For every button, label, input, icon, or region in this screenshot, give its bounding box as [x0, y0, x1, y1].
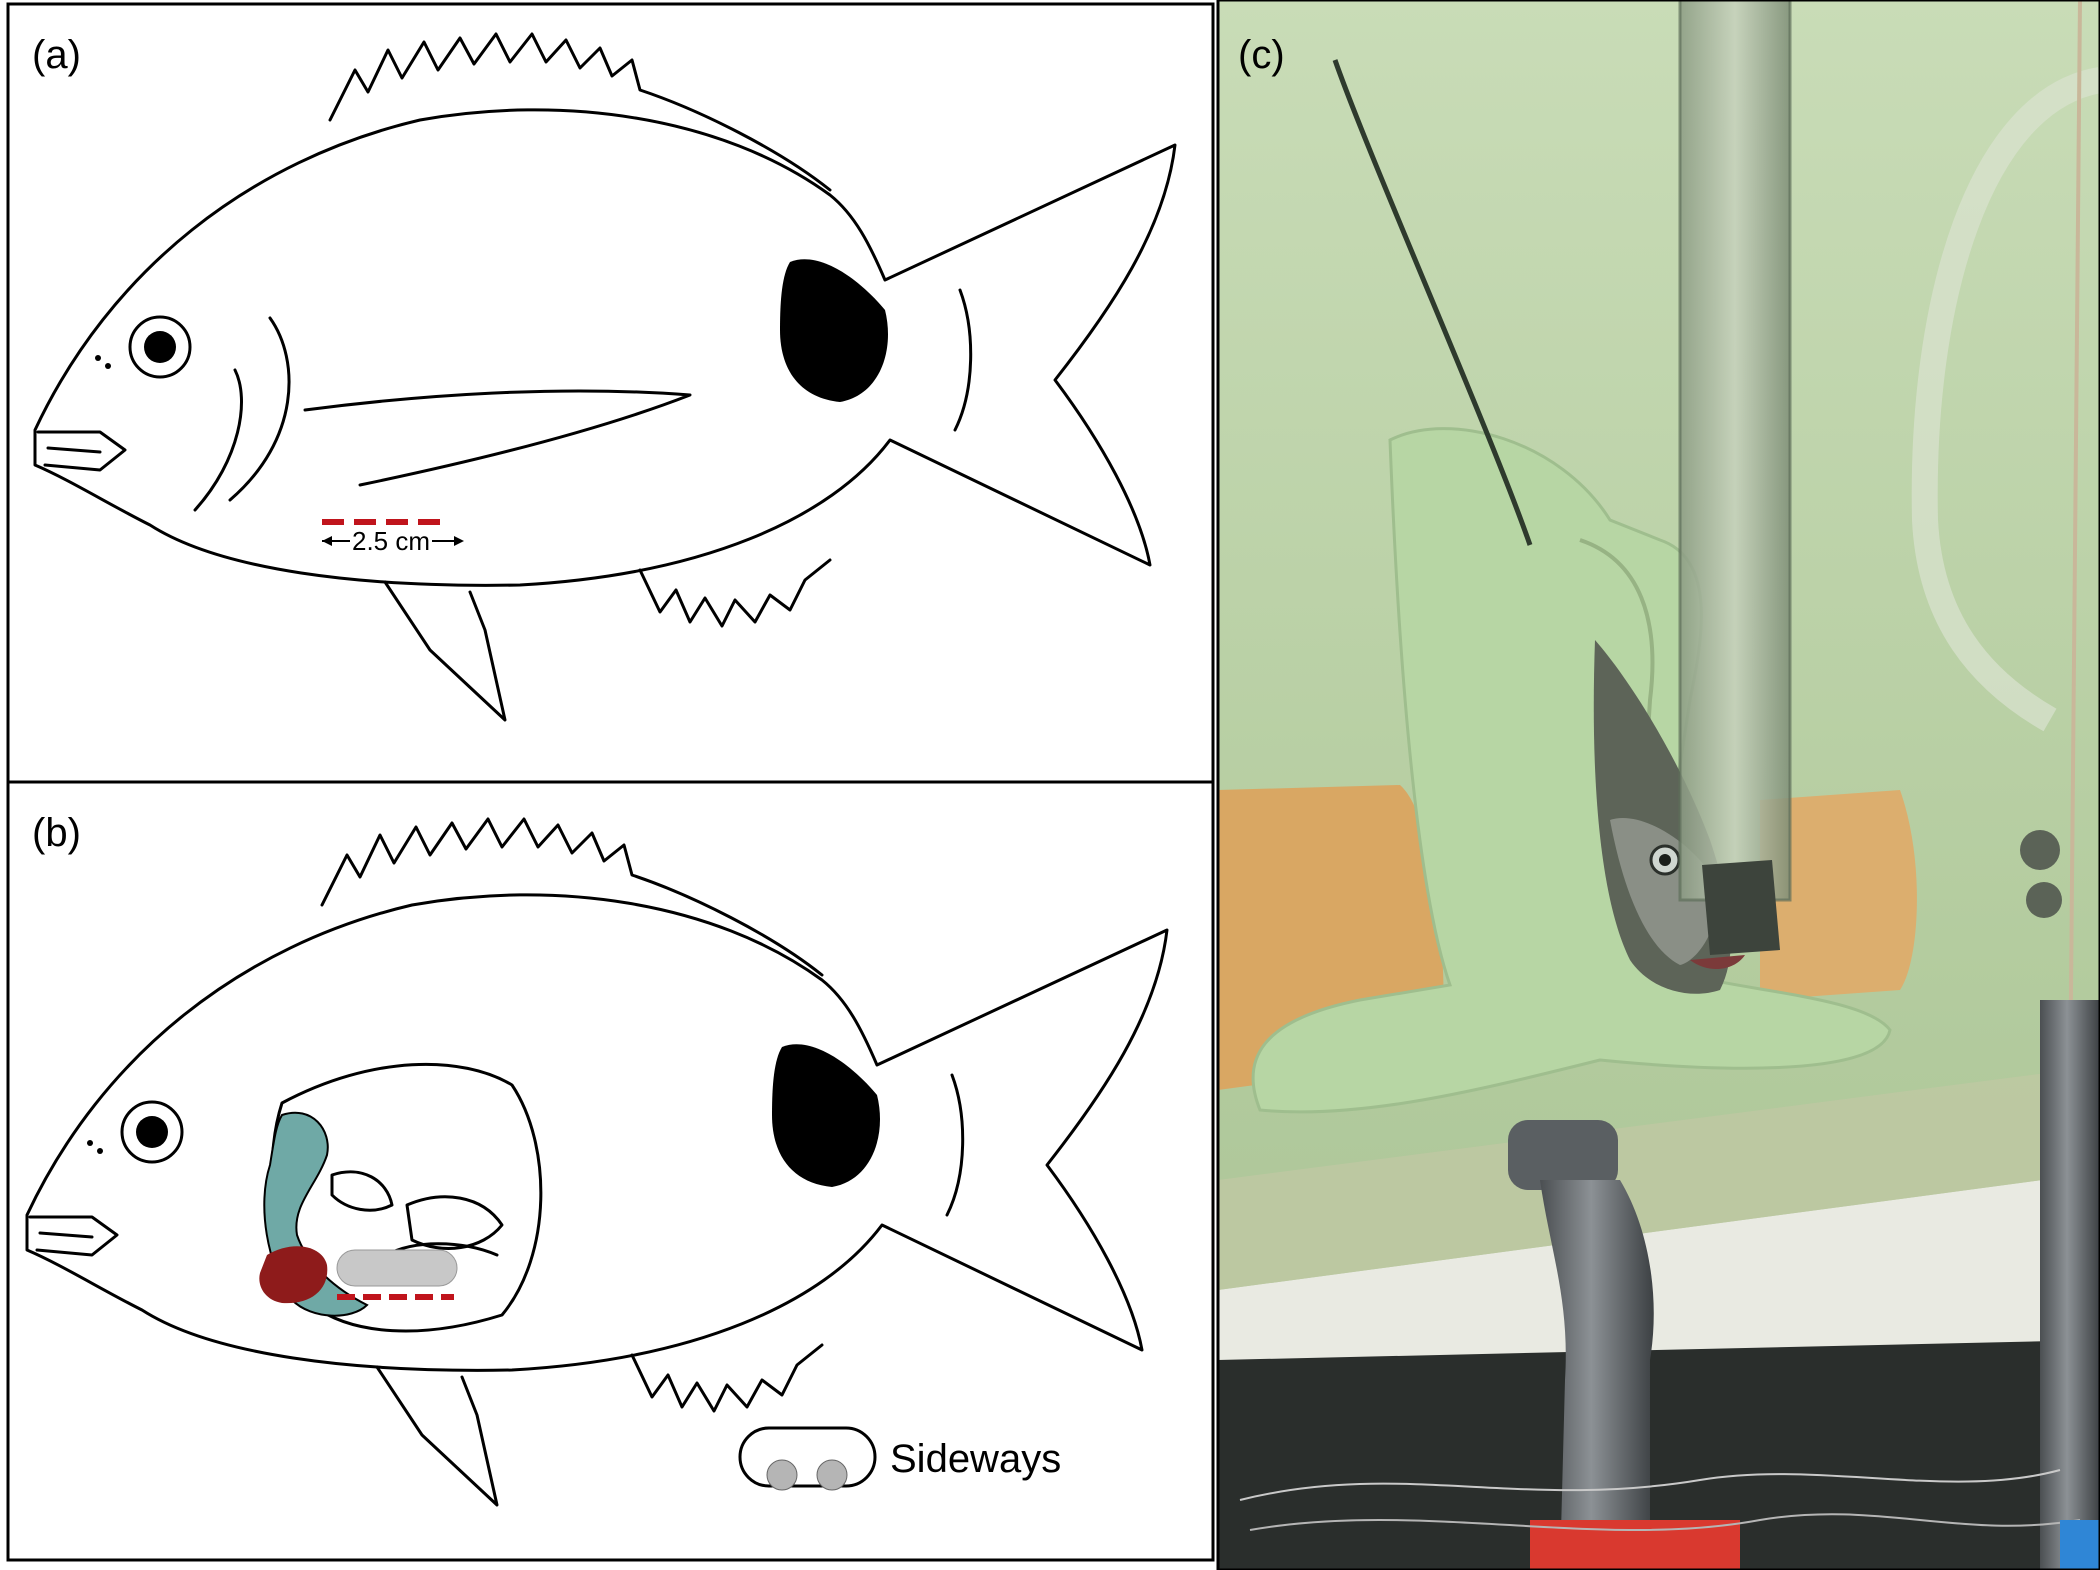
pvc-pipe [1508, 1120, 1740, 1570]
fish-drawing-b [25, 817, 1169, 1507]
heart-organ [259, 1246, 328, 1304]
panel-frames [6, 2, 1215, 1562]
water-tube [1680, 0, 1790, 900]
tail-spot [772, 1044, 880, 1187]
panel-a-label: (a) [32, 33, 81, 77]
scale-label: 2.5 cm [352, 526, 430, 556]
panel-c-photo: (c) [1216, 0, 2100, 1570]
sponge-block-right [1760, 790, 1917, 1000]
probe-wire [1332, 59, 1533, 546]
legend-label: Sideways [890, 1437, 1061, 1481]
implant-device [336, 1249, 458, 1287]
panel-c-label: (c) [1238, 33, 1285, 77]
tail-spot [780, 259, 888, 402]
orientation-legend: Sideways [738, 1426, 1061, 1491]
fish-drawing-a: 2.5 cm [33, 32, 1177, 722]
panel-b-label: (b) [32, 811, 81, 855]
panel-a: (a) [32, 32, 1177, 722]
panel-b: (b) [25, 811, 1169, 1507]
